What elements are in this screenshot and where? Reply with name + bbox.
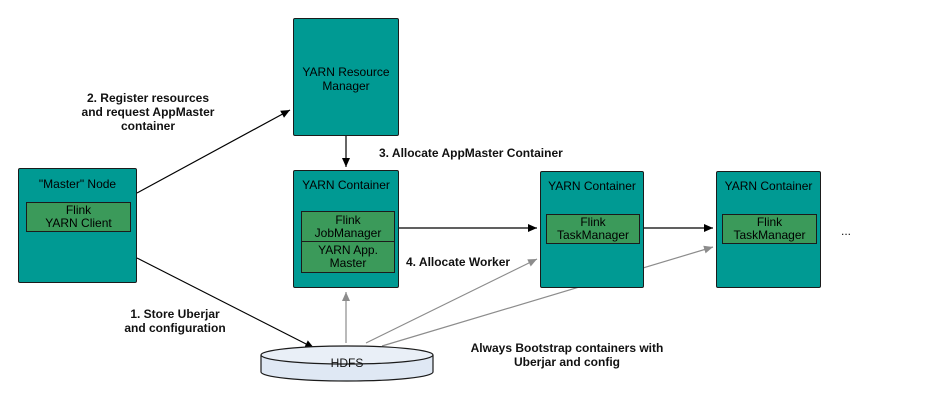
arrow-bootstrap-container-2 [365,258,538,344]
yarn-container-2-title: YARN Container [548,179,636,193]
step4-label: 4. Allocate Worker [406,255,511,269]
step2-line2: and request AppMaster [81,105,215,119]
hdfs-cylinder[interactable] [259,344,435,384]
flink-taskmanager-2-line1: Flink [756,215,783,229]
step3-label: 3. Allocate AppMaster Container [379,146,563,160]
step2-line1: 2. Register resources [86,91,210,105]
flink-taskmanager-2[interactable]: Flink TaskManager [722,214,817,244]
appmaster-container-box[interactable]: YARN Container Flink JobManager YARN App… [293,170,399,288]
flink-taskmanager-1-line2: TaskManager [556,228,630,242]
appmaster-container-title: YARN Container [302,178,390,192]
step1-line1: 1. Store Uberjar [130,307,220,321]
bootstrap-note-line2: Uberjar and config [513,355,620,369]
flink-taskmanager-1-line1: Flink [580,215,606,229]
hdfs-label: HDFS [330,356,364,370]
flink-yarn-client[interactable]: Flink YARN Client [26,202,131,232]
flink-jobmanager-line1: Flink [335,212,361,227]
step2-label: 2. Register resources and request AppMas… [66,91,230,133]
more-containers-ellipsis: ... [841,224,852,238]
flink-jobmanager-line2: JobManager [314,225,382,240]
master-node-box[interactable]: "Master" Node Flink YARN Client [18,168,137,283]
bootstrap-note: Always Bootstrap containers with Uberjar… [457,341,677,369]
flink-jobmanager[interactable]: Flink JobManager [301,211,395,242]
arrow-register [136,109,291,194]
yarn-container-3-box[interactable]: YARN Container Flink TaskManager [716,171,821,288]
flink-yarn-client-line1: Flink [65,203,92,217]
resource-manager-line1: YARN Resource [302,65,390,79]
yarn-container-2-box[interactable]: YARN Container Flink TaskManager [540,171,644,288]
master-node-title: "Master" Node [38,177,117,191]
yarn-app-master[interactable]: YARN App. Master [301,241,395,273]
resource-manager-box[interactable]: YARN Resource Manager [293,18,399,136]
flink-taskmanager-1[interactable]: Flink TaskManager [546,214,640,244]
flink-taskmanager-2-line2: TaskManager [733,228,806,242]
resource-manager-line2: Manager [322,79,370,93]
bootstrap-note-line1: Always Bootstrap containers with [470,341,664,355]
flink-yarn-client-line2: YARN Client [45,216,112,230]
arrow-bootstrap-container-3 [381,245,714,347]
yarn-app-master-line1: YARN App. [318,243,378,257]
step1-line2: and configuration [124,321,226,335]
yarn-container-3-title: YARN Container [724,179,813,193]
arrow-store-uberjar [136,257,315,349]
step2-line3: container [120,119,175,133]
yarn-app-master-line2: Master [329,256,367,270]
step1-label: 1. Store Uberjar and configuration [112,307,238,335]
